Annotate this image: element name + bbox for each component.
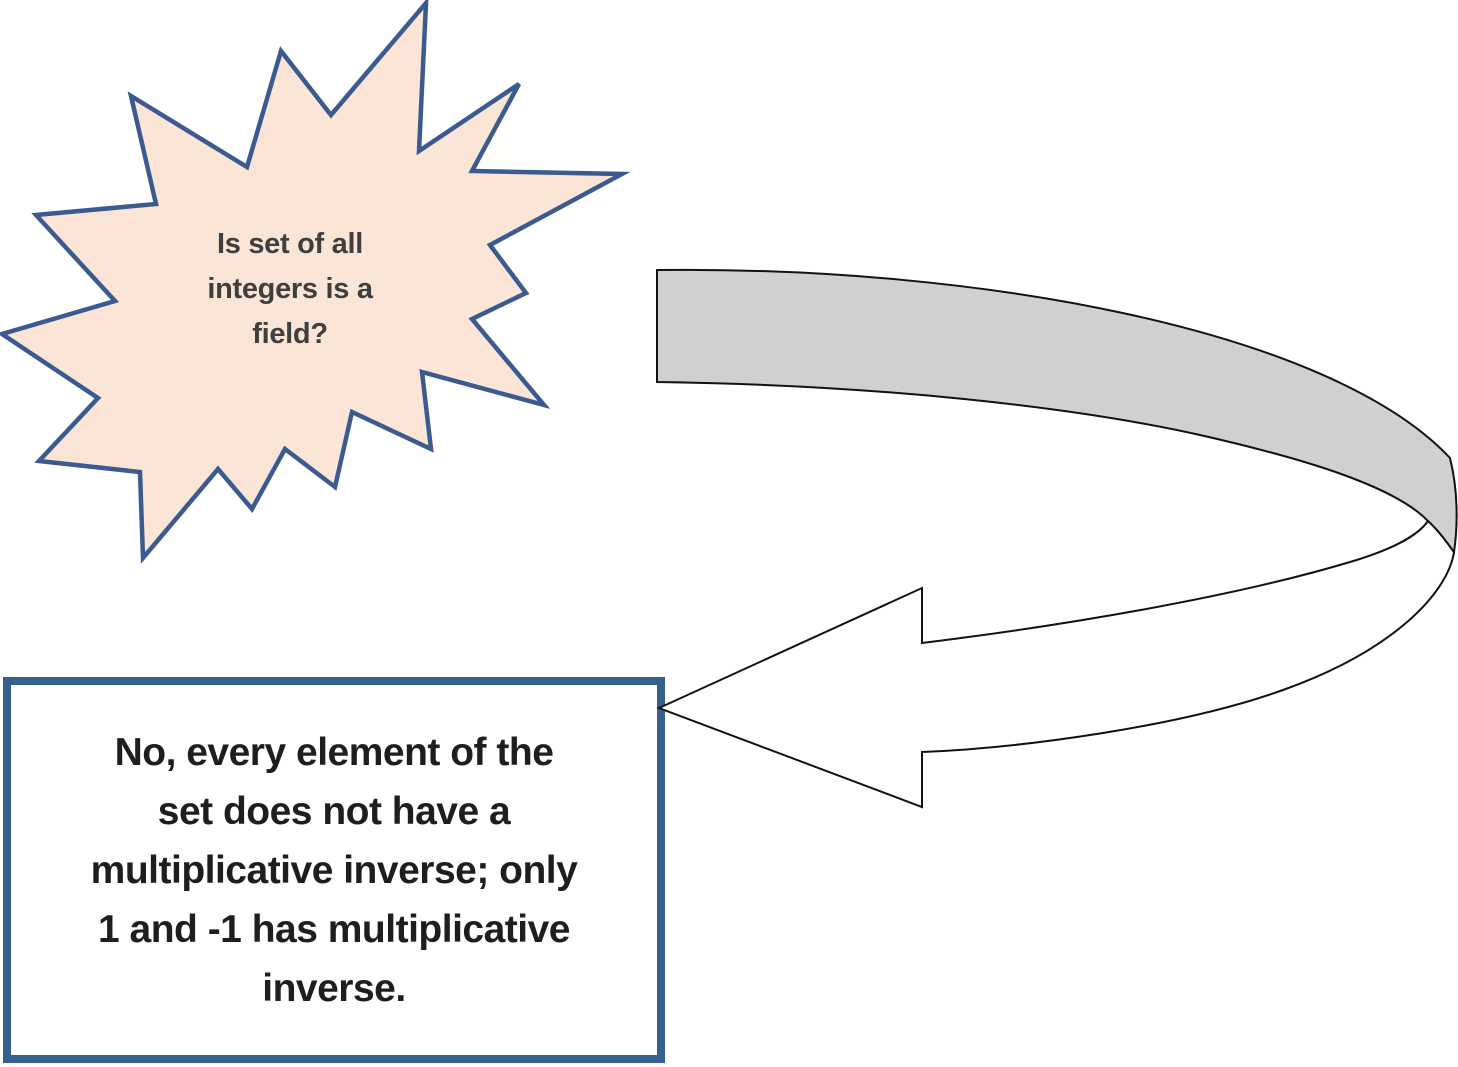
curved-arrow-upper-band [656,268,1458,555]
question-text: Is set of all integers is a field? [207,228,373,350]
curved-arrow-lower-band [656,519,1456,809]
answer-box-shape [3,677,665,1063]
answer-box: No, every element of the set does not ha… [3,677,665,1063]
answer-text: No, every element of the set does not ha… [90,730,578,1010]
starburst-shape [0,0,631,564]
